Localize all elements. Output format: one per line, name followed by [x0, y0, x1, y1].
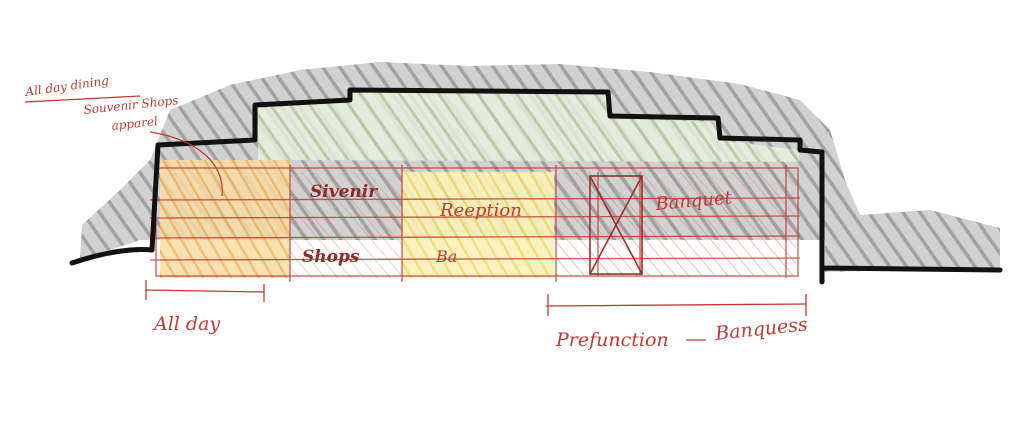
banquet-zone [556, 172, 796, 276]
red-pen-grid [149, 165, 801, 282]
banquet-cross-box [589, 175, 643, 275]
label-shops: Shops [302, 247, 360, 267]
all-day-dining-zone [160, 160, 290, 278]
green-roof-shade [258, 92, 800, 162]
souvenir-shops-zone [290, 172, 402, 278]
label-all-day: All day [152, 313, 220, 335]
label-apparel: apparel [111, 114, 159, 133]
label-bar: Ba [435, 247, 457, 266]
label-reception: Reeption [439, 200, 522, 221]
dimension-lines [145, 280, 807, 341]
label-souvenir: Sivenir [310, 182, 378, 202]
annotation-leader [24, 95, 223, 197]
building-section-outline [69, 87, 1003, 285]
reception-bar-zone [402, 172, 554, 278]
label-prefunction: Prefunction [555, 329, 669, 351]
label-all-day-dining: All day dining [23, 73, 110, 99]
label-banquet-span: Banquess [713, 313, 809, 345]
